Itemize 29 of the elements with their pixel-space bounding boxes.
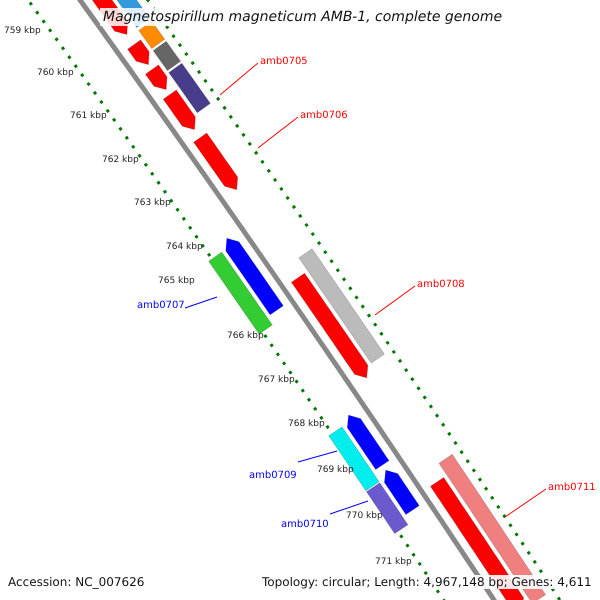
tick-label: 768 kbp — [288, 419, 325, 429]
gene-label: amb0709 — [249, 470, 297, 481]
leader-line — [374, 286, 416, 316]
leader-line — [220, 62, 258, 96]
tick-label: 761 kbp — [70, 111, 107, 121]
tick-label: 770 kbp — [346, 511, 383, 521]
tick-label: 762 kbp — [102, 155, 139, 165]
genome-info-text: Topology: circular; Length: 4,967,148 bp; Genes: 4,611 — [262, 575, 592, 589]
gene-label: amb0707 — [137, 300, 185, 311]
accession-text: Accession: NC_007626 — [8, 575, 144, 589]
tick-label: 771 kbp — [375, 557, 412, 567]
tick-label: 765 kbp — [158, 276, 195, 286]
gene-label: amb0705 — [260, 56, 308, 67]
gene-label: amb0708 — [417, 279, 465, 290]
leader-line — [184, 296, 218, 308]
leader-line — [298, 450, 338, 462]
gene-label: amb0710 — [281, 519, 329, 530]
tick-label: 759 kbp — [4, 26, 41, 36]
gene-label: amb0711 — [548, 482, 596, 493]
tick-label: 760 kbp — [37, 68, 74, 78]
tick-label: 763 kbp — [134, 198, 171, 208]
leader-line — [330, 500, 368, 514]
tick-label: 769 kbp — [317, 465, 354, 475]
leader-line — [258, 116, 298, 148]
tick-label: 766 kbp — [227, 331, 264, 341]
tick-label: 767 kbp — [258, 375, 295, 385]
tick-label: 764 kbp — [166, 242, 203, 252]
leader-line — [504, 488, 546, 518]
gene-label: amb0706 — [300, 110, 348, 121]
